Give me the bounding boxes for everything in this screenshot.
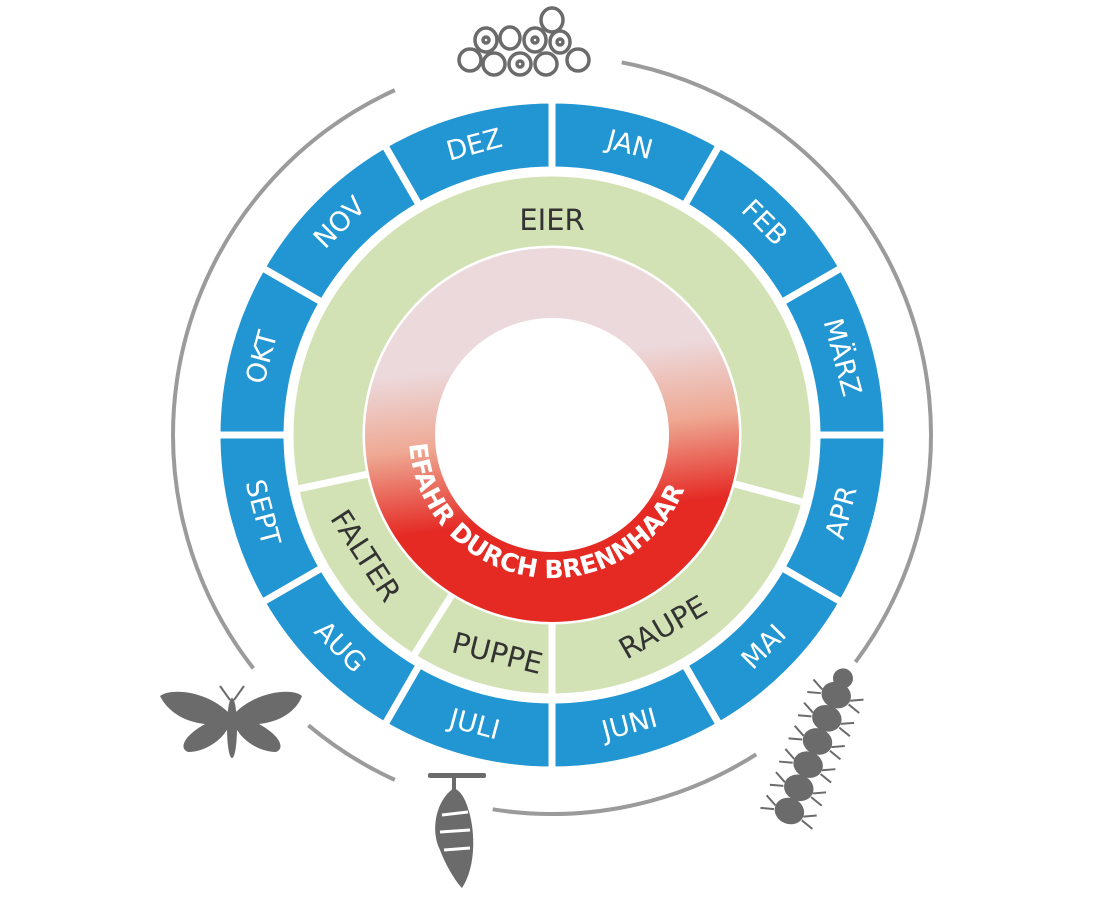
cycle-arc bbox=[492, 752, 758, 816]
cycle-arc bbox=[307, 723, 396, 782]
moth-icon bbox=[160, 685, 302, 758]
caterpillar-icon bbox=[760, 668, 864, 830]
eggs-icon bbox=[457, 6, 591, 77]
danger-gradient-ring bbox=[365, 248, 739, 622]
cycle-arc bbox=[621, 60, 933, 664]
cycle-arc bbox=[171, 88, 396, 670]
phase-label-eier: EIER bbox=[519, 203, 584, 237]
pupa-icon bbox=[428, 773, 486, 888]
cycle-arcs bbox=[171, 60, 933, 816]
